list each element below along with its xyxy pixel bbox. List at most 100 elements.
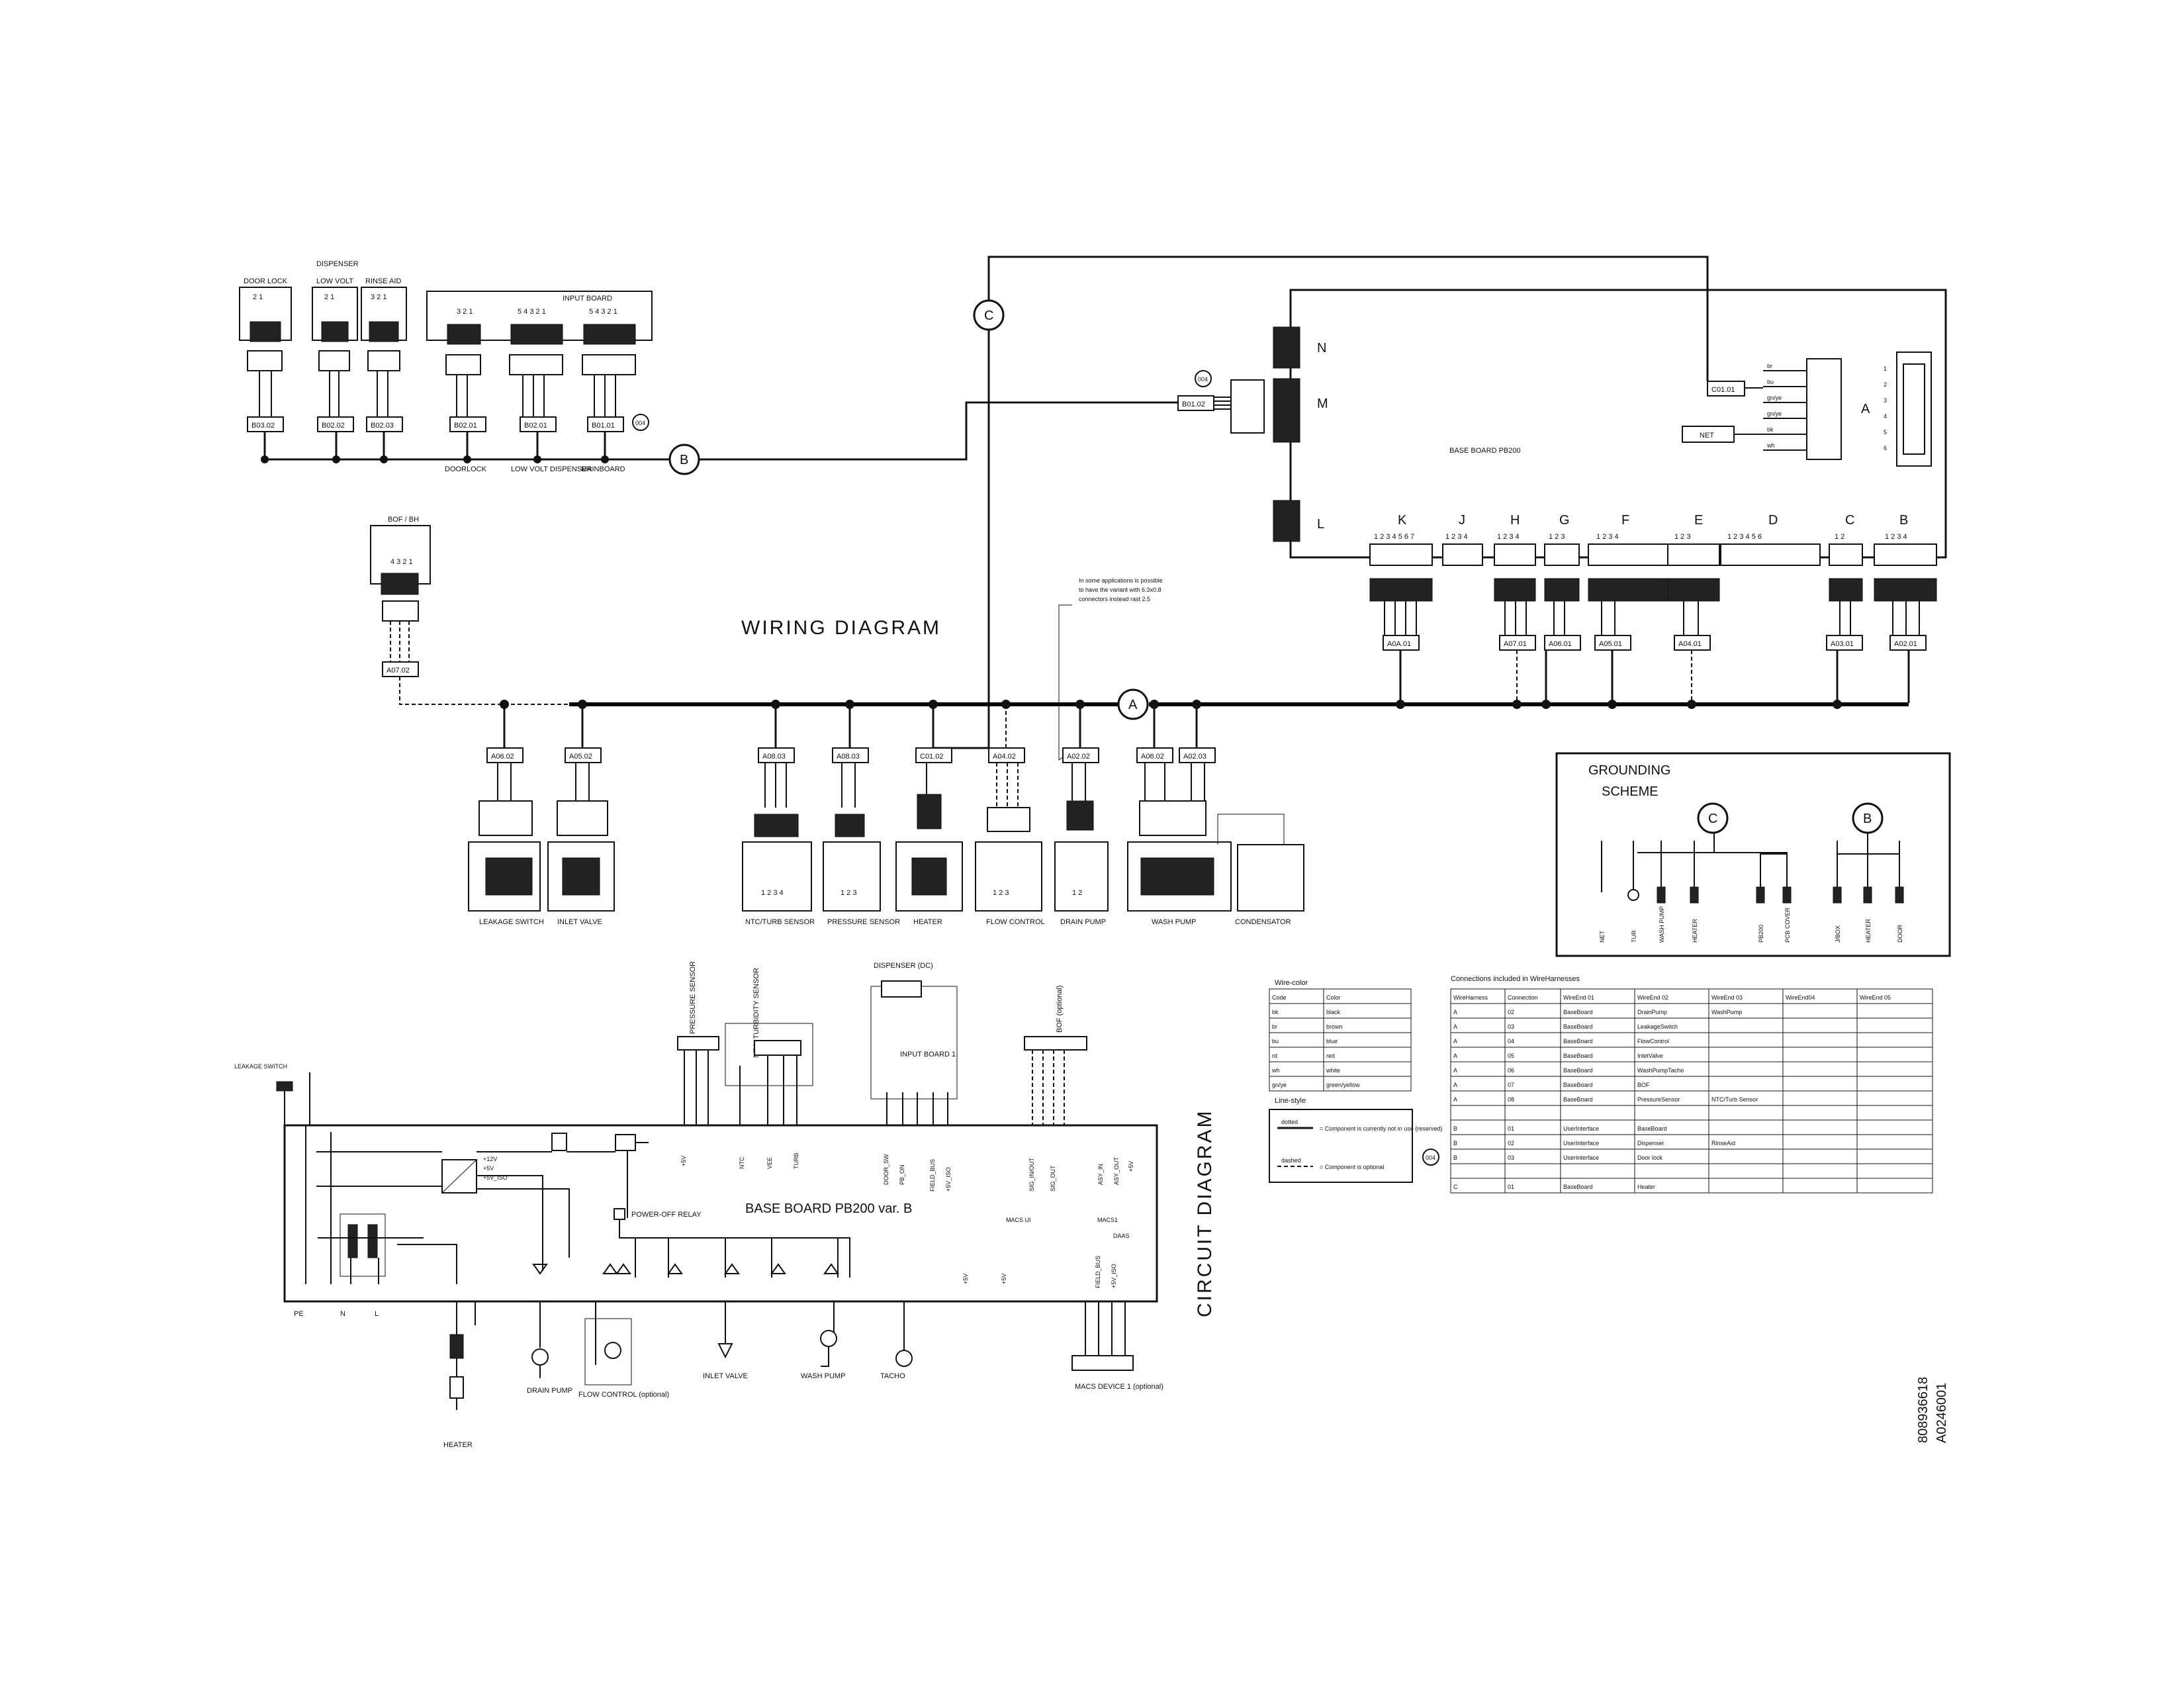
harness-cell: WireEnd 03	[1711, 994, 1743, 1001]
note-line-1: In some applications is possible	[1079, 577, 1163, 584]
harness-cell: A	[1453, 1023, 1457, 1030]
circuit-leakage-wires	[284, 1072, 310, 1125]
label-mainboard: MAINBOARD	[581, 465, 625, 473]
rinse-aid-pins: 3 2 1	[371, 293, 387, 301]
label-leakage-switch: LEAKAGE SWITCH	[479, 918, 544, 926]
load-ref-flow: A04.02	[993, 753, 1016, 761]
harness-cell: A	[1453, 1082, 1457, 1088]
circuit-diagram-title: CIRCUIT DIAGRAM	[1194, 1109, 1216, 1317]
circuit-label-ntc: NTC/ TURBIDITY SENSOR	[752, 968, 760, 1058]
drain-pump-box	[1054, 841, 1109, 912]
net-box	[1682, 426, 1735, 443]
harness-row	[1450, 1032, 1933, 1048]
harness-cell: BaseBoard	[1563, 1067, 1593, 1074]
gnd-item-door: DOOR	[1897, 924, 1903, 943]
harness-cell: 03	[1508, 1154, 1514, 1161]
harness-row	[1450, 1105, 1933, 1121]
conn-a-pin-1: 1	[1884, 365, 1887, 372]
pb-ref-h: A07.01	[1504, 640, 1527, 648]
ref-b0201b: B02.01	[524, 422, 547, 430]
input-conn-2-pins: 5 4 3 2 1	[518, 308, 546, 316]
conn-l-label: L	[1317, 517, 1324, 532]
harness-cell: BaseBoard	[1563, 1096, 1593, 1103]
wire-color-cell: Color	[1326, 994, 1341, 1001]
condensator-box	[1237, 844, 1304, 912]
grounding-node-c	[1697, 802, 1729, 834]
drain-pins: 1 2	[1072, 889, 1082, 897]
wire-color-cell: wh	[1271, 1067, 1280, 1074]
grounding-terminals	[1627, 886, 1904, 904]
harness-cell: WireEnd04	[1786, 994, 1815, 1001]
circuit-load-tacho: TACHO	[880, 1372, 905, 1380]
mid-connector-box	[1230, 379, 1265, 434]
harness-cell: Door lock	[1637, 1154, 1663, 1161]
conn-a-wire-1: br	[1767, 363, 1772, 369]
conn-a-pin-4: 4	[1884, 413, 1887, 420]
conn-a-header-inner	[1903, 363, 1925, 455]
c-top-line	[987, 256, 1709, 381]
mains-n: N	[340, 1310, 345, 1318]
harness-cell: C	[1453, 1184, 1458, 1190]
circuit-label-macs-ui: MACS UI	[1006, 1217, 1031, 1223]
harness-cell: A	[1453, 1038, 1457, 1045]
conn-a-pin-6: 6	[1884, 445, 1887, 451]
harness-row	[1450, 1061, 1933, 1077]
harness-cell: B	[1453, 1125, 1457, 1132]
load-devices	[468, 794, 1304, 912]
grounding-node-c-label: C	[1708, 812, 1717, 826]
label-ntc-sensor: NTC/TURB SENSOR	[745, 918, 815, 926]
circuit-baseboard-outline	[283, 1124, 1158, 1303]
power-5v-iso: +5V_ISO	[483, 1174, 508, 1181]
harness-cell: NTC/Turb Sensor	[1711, 1096, 1758, 1103]
sig-asy-in: ASY_IN	[1097, 1164, 1104, 1185]
load-labels: 1 2 3 4 1 2 3 1 2 3 1 2 LEAKAGE SWITCH I…	[479, 889, 1291, 926]
sig-pb-on: PB_ON	[899, 1164, 905, 1185]
circuit-input-board-box	[870, 986, 958, 1100]
label-condensator: CONDENSATOR	[1235, 918, 1291, 926]
circuit-macs-signal-labels: FIELD_BUS +5V_ISO +5V +5V	[962, 1256, 1117, 1288]
sig-5v: +5V	[680, 1156, 687, 1166]
bof-to-bus	[399, 677, 569, 705]
macs-5v-b: +5V	[1001, 1274, 1007, 1284]
circuit-door-relay	[615, 1134, 636, 1151]
pb-ref-e: A04.01	[1678, 640, 1702, 648]
gnd-item-jbox: J/BOX	[1835, 925, 1841, 943]
doc-number-1: 808936618	[1916, 1377, 1931, 1443]
harness-cell: B	[1453, 1154, 1457, 1161]
harness-cell: 04	[1508, 1038, 1514, 1045]
line-style-dashed-desc: = Component is optional	[1320, 1164, 1384, 1170]
wire-color-cell: bu	[1272, 1038, 1279, 1045]
grounding-scheme-box	[1555, 752, 1951, 957]
harness-cell: Connection	[1508, 994, 1538, 1001]
harness-cell: BaseBoard	[1563, 1038, 1593, 1045]
circuit-ntc-box	[725, 1023, 813, 1086]
harness-cell: A	[1453, 1009, 1457, 1015]
b-bus-line	[263, 432, 670, 461]
load-drops: A06.02 A05.02 A08.03 A08.03 C01.02 A04.0…	[486, 704, 1216, 808]
door-lock-title: DOOR LOCK	[244, 277, 288, 285]
input-conn-1-pins: 3 2 1	[457, 308, 473, 316]
circuit-power-off-relay	[614, 1208, 625, 1220]
harness-cell: 01	[1508, 1125, 1514, 1132]
wire-color-cell: white	[1326, 1067, 1340, 1074]
ref-b0101: B01.01	[592, 422, 615, 430]
pb-ref-f: A05.01	[1599, 640, 1622, 648]
conn-n-label: N	[1317, 341, 1326, 355]
circuit-load-drain: DRAIN PUMP	[527, 1387, 572, 1395]
pb-conn-d-pins: 1 2 3 4 5 6	[1727, 533, 1762, 541]
mains-pe: PE	[294, 1310, 304, 1318]
circuit-pressure-conn	[677, 1036, 719, 1051]
circuit-bof-conn	[1024, 1036, 1087, 1051]
harness-cell: WireEnd 02	[1637, 994, 1668, 1001]
wire-color-title: Wire-color	[1275, 979, 1308, 987]
ref-b0203: B02.03	[371, 422, 394, 430]
harness-cell: BaseBoard	[1637, 1125, 1667, 1132]
pb-conn-d-letter: D	[1768, 513, 1778, 528]
wire-color-cell: Code	[1272, 994, 1287, 1001]
pb-ref-c: A03.01	[1831, 640, 1854, 648]
wire-color-cell: br	[1272, 1023, 1277, 1030]
wire-color-cell: black	[1326, 1009, 1341, 1015]
circuit-bof-wires	[1032, 1050, 1065, 1125]
pb-conn-g-pins: 1 2 3	[1549, 533, 1565, 541]
pb-conn-j-letter: J	[1459, 513, 1465, 528]
